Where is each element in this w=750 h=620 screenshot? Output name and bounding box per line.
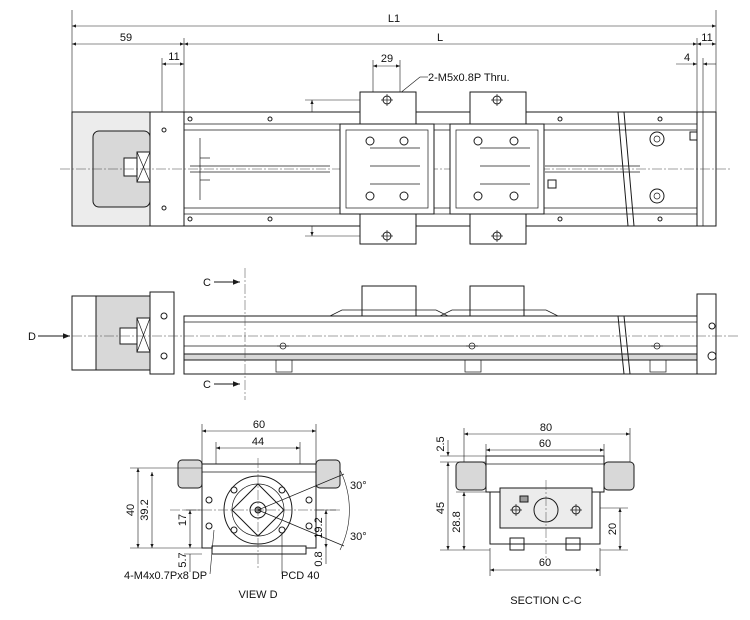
section-c-c: 80 60 2.5 45 28.8 [435, 422, 635, 607]
dim-44: 44 [252, 436, 264, 448]
section-mark-c-bottom: C [203, 379, 211, 391]
dim-11-right: 11 [701, 32, 712, 44]
thru-hole-note: 2-M5x0.8P Thru. [428, 72, 510, 84]
pcd-note: PCD 40 [281, 570, 320, 582]
view-d-right-wing [315, 459, 341, 489]
slider-side-1 [361, 285, 417, 317]
dim-2-5: 2.5 [435, 436, 447, 451]
mounting-holes-top [161, 94, 698, 242]
dim-29: 29 [381, 53, 393, 65]
top-view: L1 59 L 11 11 4 29 2-M5x0.8P Thru. 70 [60, 10, 730, 245]
dim-59: 59 [120, 32, 132, 44]
dim-39-2: 39.2 [139, 499, 151, 520]
side-holes [160, 312, 717, 373]
dim-5-7: 5.7 [177, 552, 189, 567]
section-c-c-caption: SECTION C-C [510, 595, 582, 607]
dim-17: 17 [177, 514, 189, 526]
dim-11-left: 11 [168, 51, 179, 63]
view-mark-d: D [28, 331, 36, 343]
dim-l: L [437, 32, 443, 44]
dim-45: 45 [435, 502, 447, 514]
dim-28-8: 28.8 [451, 511, 463, 532]
carriage-1 [339, 123, 435, 215]
view-d-body [201, 463, 317, 549]
tap-hole-note: 4-M4x0.7Px8 DP [124, 570, 207, 582]
dim-19-2: 19.2 [313, 517, 325, 538]
section-right-wing [603, 461, 635, 491]
dim-40: 40 [125, 504, 137, 516]
section-carriage [485, 455, 605, 493]
dim-0-8: 0.8 [313, 551, 325, 566]
dim-80: 80 [540, 422, 552, 434]
dim-4: 4 [684, 52, 690, 64]
angle-30-bottom: 30° [350, 531, 367, 543]
section-mark-c-top: C [203, 277, 211, 289]
view-d-caption: VIEW D [238, 589, 277, 601]
dim-20: 20 [607, 523, 619, 535]
view-d: 60 44 30° 30° [124, 419, 367, 601]
slider-side-2 [469, 285, 525, 317]
section-left-wing [455, 461, 487, 491]
dim-l1: L1 [388, 13, 400, 25]
dim-section-60-bottom: 60 [539, 557, 551, 569]
angle-30-top: 30° [350, 480, 367, 492]
dim-view-d-60: 60 [253, 419, 265, 431]
carriage-2 [449, 123, 545, 215]
coupling-shaft [123, 157, 139, 177]
rail-side [183, 315, 717, 375]
view-d-left-wing [177, 459, 203, 489]
dim-section-60-top: 60 [539, 438, 551, 450]
side-view: C C D [28, 268, 740, 400]
